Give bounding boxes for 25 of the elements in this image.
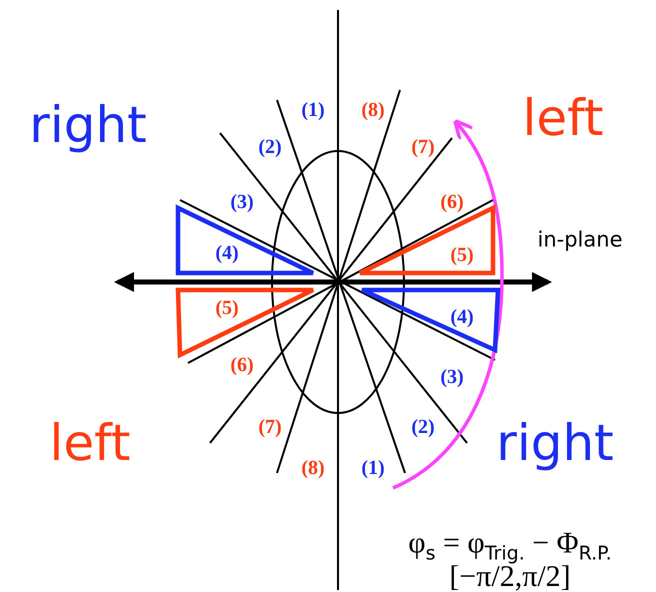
formula-text: φ$_{s}$ = φ$_{Trig.}$ − Φ$_{R.P.}$	[408, 528, 612, 564]
bin-number: (2)	[258, 137, 282, 157]
quadrant-label: left	[50, 418, 130, 468]
bin-number: (6)	[230, 355, 254, 375]
bin-number: (7)	[258, 417, 282, 437]
bin-number: (5)	[450, 245, 474, 265]
bin-number: (3)	[230, 192, 254, 212]
bin-number: (3)	[440, 367, 464, 387]
bin-number: (5)	[215, 298, 239, 318]
quadrant-label: right	[496, 418, 614, 468]
bin-number: (8)	[301, 458, 325, 478]
sector-triangle	[176, 288, 316, 358]
quadrant-label: left	[522, 93, 604, 143]
bin-number: (8)	[361, 100, 385, 120]
bin-number: (1)	[301, 100, 325, 120]
bin-number: (6)	[440, 192, 464, 212]
range-text: [−π/2,π/2]	[449, 562, 571, 592]
bin-number: (7)	[411, 137, 435, 157]
bin-number: (1)	[361, 458, 385, 478]
sector-triangle	[360, 288, 500, 353]
bin-number: (2)	[411, 417, 435, 437]
bin-number: (4)	[450, 307, 474, 327]
quadrant-label: right	[29, 100, 147, 150]
axis-label: in-plane	[538, 230, 622, 250]
bin-number: (4)	[215, 243, 239, 263]
